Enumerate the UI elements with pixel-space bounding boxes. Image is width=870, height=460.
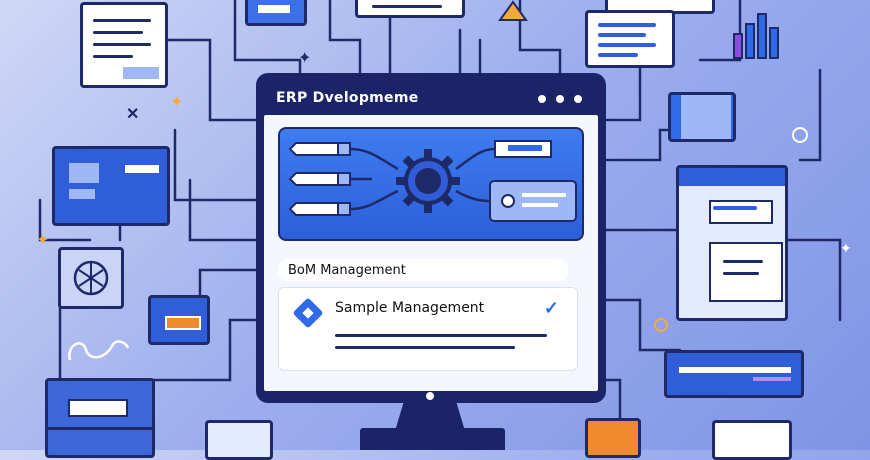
monitor-screen: BoM Management Sample Management ✓ — [264, 115, 598, 391]
text-line — [93, 55, 133, 58]
text-line — [93, 31, 143, 34]
window-titlebar: ERP Dvelopmeme — [266, 81, 596, 115]
ring-icon — [654, 318, 668, 332]
sample-module-title: Sample Management — [335, 300, 485, 316]
sample-management-card[interactable]: Sample Management ✓ — [278, 287, 578, 371]
document-card — [80, 2, 168, 88]
sparkle-icon: ✦ — [840, 240, 852, 256]
window-controls[interactable] — [538, 95, 582, 103]
top-card — [245, 0, 307, 26]
diamond-icon — [292, 297, 324, 329]
box-icon — [585, 418, 641, 458]
notes-card — [585, 10, 675, 68]
text-line — [93, 19, 151, 22]
process-diagram — [278, 127, 584, 241]
sparkle-icon: ✦ — [298, 50, 312, 67]
top-card — [355, 0, 465, 18]
bar-chart-icon — [733, 13, 779, 59]
small-card — [148, 295, 210, 345]
box-icon — [205, 420, 273, 460]
window-dot-icon[interactable] — [556, 95, 564, 103]
ring-icon — [792, 127, 808, 143]
browser-window-card — [676, 165, 788, 321]
network-globe-icon — [58, 247, 124, 309]
warning-triangle-icon — [498, 0, 528, 21]
info-card — [52, 146, 170, 226]
highlight-block — [123, 67, 159, 79]
file-cabinet-icon — [45, 378, 155, 458]
monitor-base — [360, 428, 505, 450]
close-icon: ✕ — [126, 106, 140, 123]
bom-section-header[interactable]: BoM Management — [278, 259, 568, 281]
window-dot-icon[interactable] — [574, 95, 582, 103]
main-monitor: ERP Dvelopmeme — [256, 73, 606, 403]
data-card — [664, 350, 804, 398]
swirl-icon — [68, 340, 130, 361]
text-line — [335, 346, 515, 349]
monitor-stand — [395, 403, 465, 431]
text-line — [93, 43, 151, 46]
window-dot-icon[interactable] — [538, 95, 546, 103]
envelope-icon — [712, 420, 792, 460]
check-icon[interactable]: ✓ — [543, 298, 559, 318]
small-card — [668, 92, 736, 142]
bom-label: BoM Management — [288, 263, 406, 278]
sparkle-icon: ✦ — [36, 232, 50, 249]
power-indicator — [426, 392, 434, 400]
window-title: ERP Dvelopmeme — [276, 90, 419, 106]
gear-hub-icon — [288, 140, 577, 222]
sparkle-icon: ✦ — [170, 94, 184, 111]
text-line — [335, 334, 547, 337]
